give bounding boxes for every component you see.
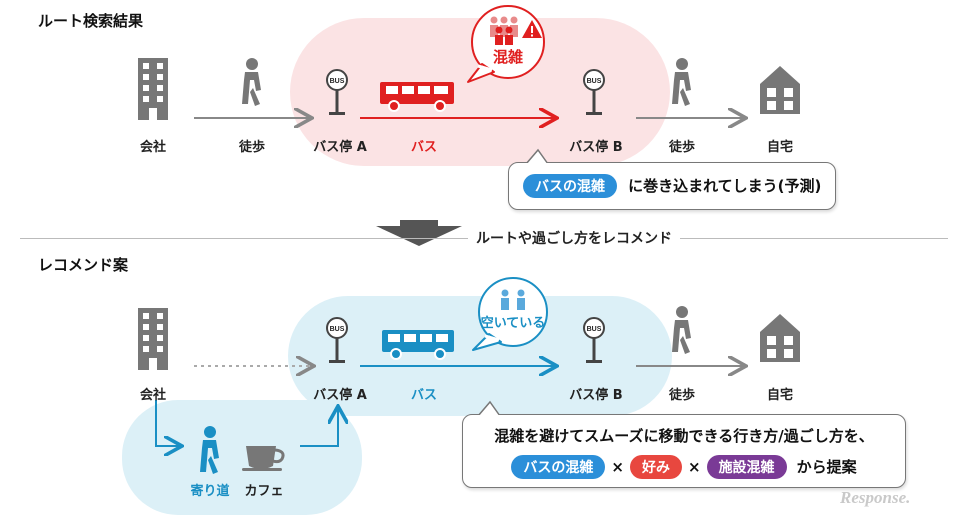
recommend-suffix: から提案 (796, 458, 857, 476)
node-home-label: 自宅 (766, 140, 794, 155)
home-icon (760, 314, 800, 362)
bottom-node-stop-a-label: バス停 A (313, 388, 367, 403)
node-walk1-label: 徒歩 (238, 140, 266, 155)
bus-congestion-pill: バスの混雑 (511, 455, 606, 479)
detour-arrow-down (155, 400, 180, 446)
walking-person-icon (672, 306, 691, 354)
bottom-section-title: レコメンド案 (38, 256, 129, 274)
crowd-bubble: 混雑 (467, 5, 545, 83)
red-bus-icon (380, 82, 454, 112)
walking-person-icon (242, 58, 261, 106)
crowd-people-icon (490, 16, 518, 45)
node-office-label: 会社 (139, 140, 167, 155)
office-building-icon (138, 308, 168, 370)
recommend-callout: 混雑を避けてスムーズに移動できる行き方/過ごし方を、 バスの混雑 × 好み × 施設混雑… (462, 414, 906, 488)
node-walk2-label: 徒歩 (668, 140, 696, 155)
coffee-cup-icon (242, 446, 285, 471)
node-stop-b-label: バス停 B (569, 140, 623, 155)
recommend-label: ルートや過ごし方をレコメンド (468, 228, 680, 248)
down-arrow-icon (376, 226, 462, 246)
bottom-bus-stop-a-sign: BUS (330, 326, 345, 333)
office-building-icon (138, 58, 168, 120)
detour-arrow-up (300, 408, 338, 447)
bottom-node-home-label: 自宅 (766, 388, 794, 403)
times-sign: × (611, 458, 624, 476)
empty-bubble: 空いている (472, 277, 548, 351)
detour-label: 寄り道 (190, 484, 230, 499)
node-bus-label: バス (410, 140, 438, 155)
cafe-label: カフェ (244, 484, 284, 499)
node-stop-a-label: バス停 A (313, 140, 367, 155)
times-sign: × (687, 458, 701, 476)
congestion-callout: バスの混雑 に巻き込まれてしまう(予測) (508, 162, 836, 210)
response-watermark: Response. (840, 488, 911, 507)
facility-congestion-pill: 施設混雑 (706, 455, 787, 479)
congestion-callout-text: に巻き込まれてしまう(予測) (628, 177, 822, 195)
callout-pointer (476, 400, 502, 418)
bottom-node-office-label: 会社 (139, 388, 167, 403)
bottom-node-bus-label: バス (410, 388, 438, 403)
two-people-icon (501, 289, 525, 310)
bus-stop-sign-icon: BUS (583, 317, 605, 363)
home-icon (760, 66, 800, 114)
bottom-node-stop-b-label: バス停 B (569, 388, 623, 403)
walking-person-icon (672, 58, 691, 106)
top-section-title: ルート検索結果 (38, 12, 144, 30)
warning-icon (522, 20, 542, 38)
empty-label: 空いている (481, 315, 546, 331)
bus-congestion-pill: バスの混雑 (523, 174, 617, 198)
callout-pointer (524, 148, 550, 166)
bus-stop-sign-icon: BUS (583, 69, 605, 115)
bottom-bus-stop-b-sign: BUS (587, 326, 602, 333)
bus-stop-sign-icon: BUS (326, 317, 348, 363)
recommend-callout-line1: 混雑を避けてスムーズに移動できる行き方/過ごし方を、 (494, 427, 874, 445)
bus-stop-b-sign: BUS (587, 78, 602, 85)
crowd-label: 混雑 (493, 48, 523, 66)
preference-pill: 好み (629, 455, 682, 479)
bus-stop-a-sign: BUS (330, 78, 345, 85)
bottom-node-walk2-label: 徒歩 (668, 388, 696, 403)
blue-walking-person-icon (200, 426, 219, 474)
bus-stop-sign-icon: BUS (326, 69, 348, 115)
blue-bus-icon (382, 330, 454, 360)
